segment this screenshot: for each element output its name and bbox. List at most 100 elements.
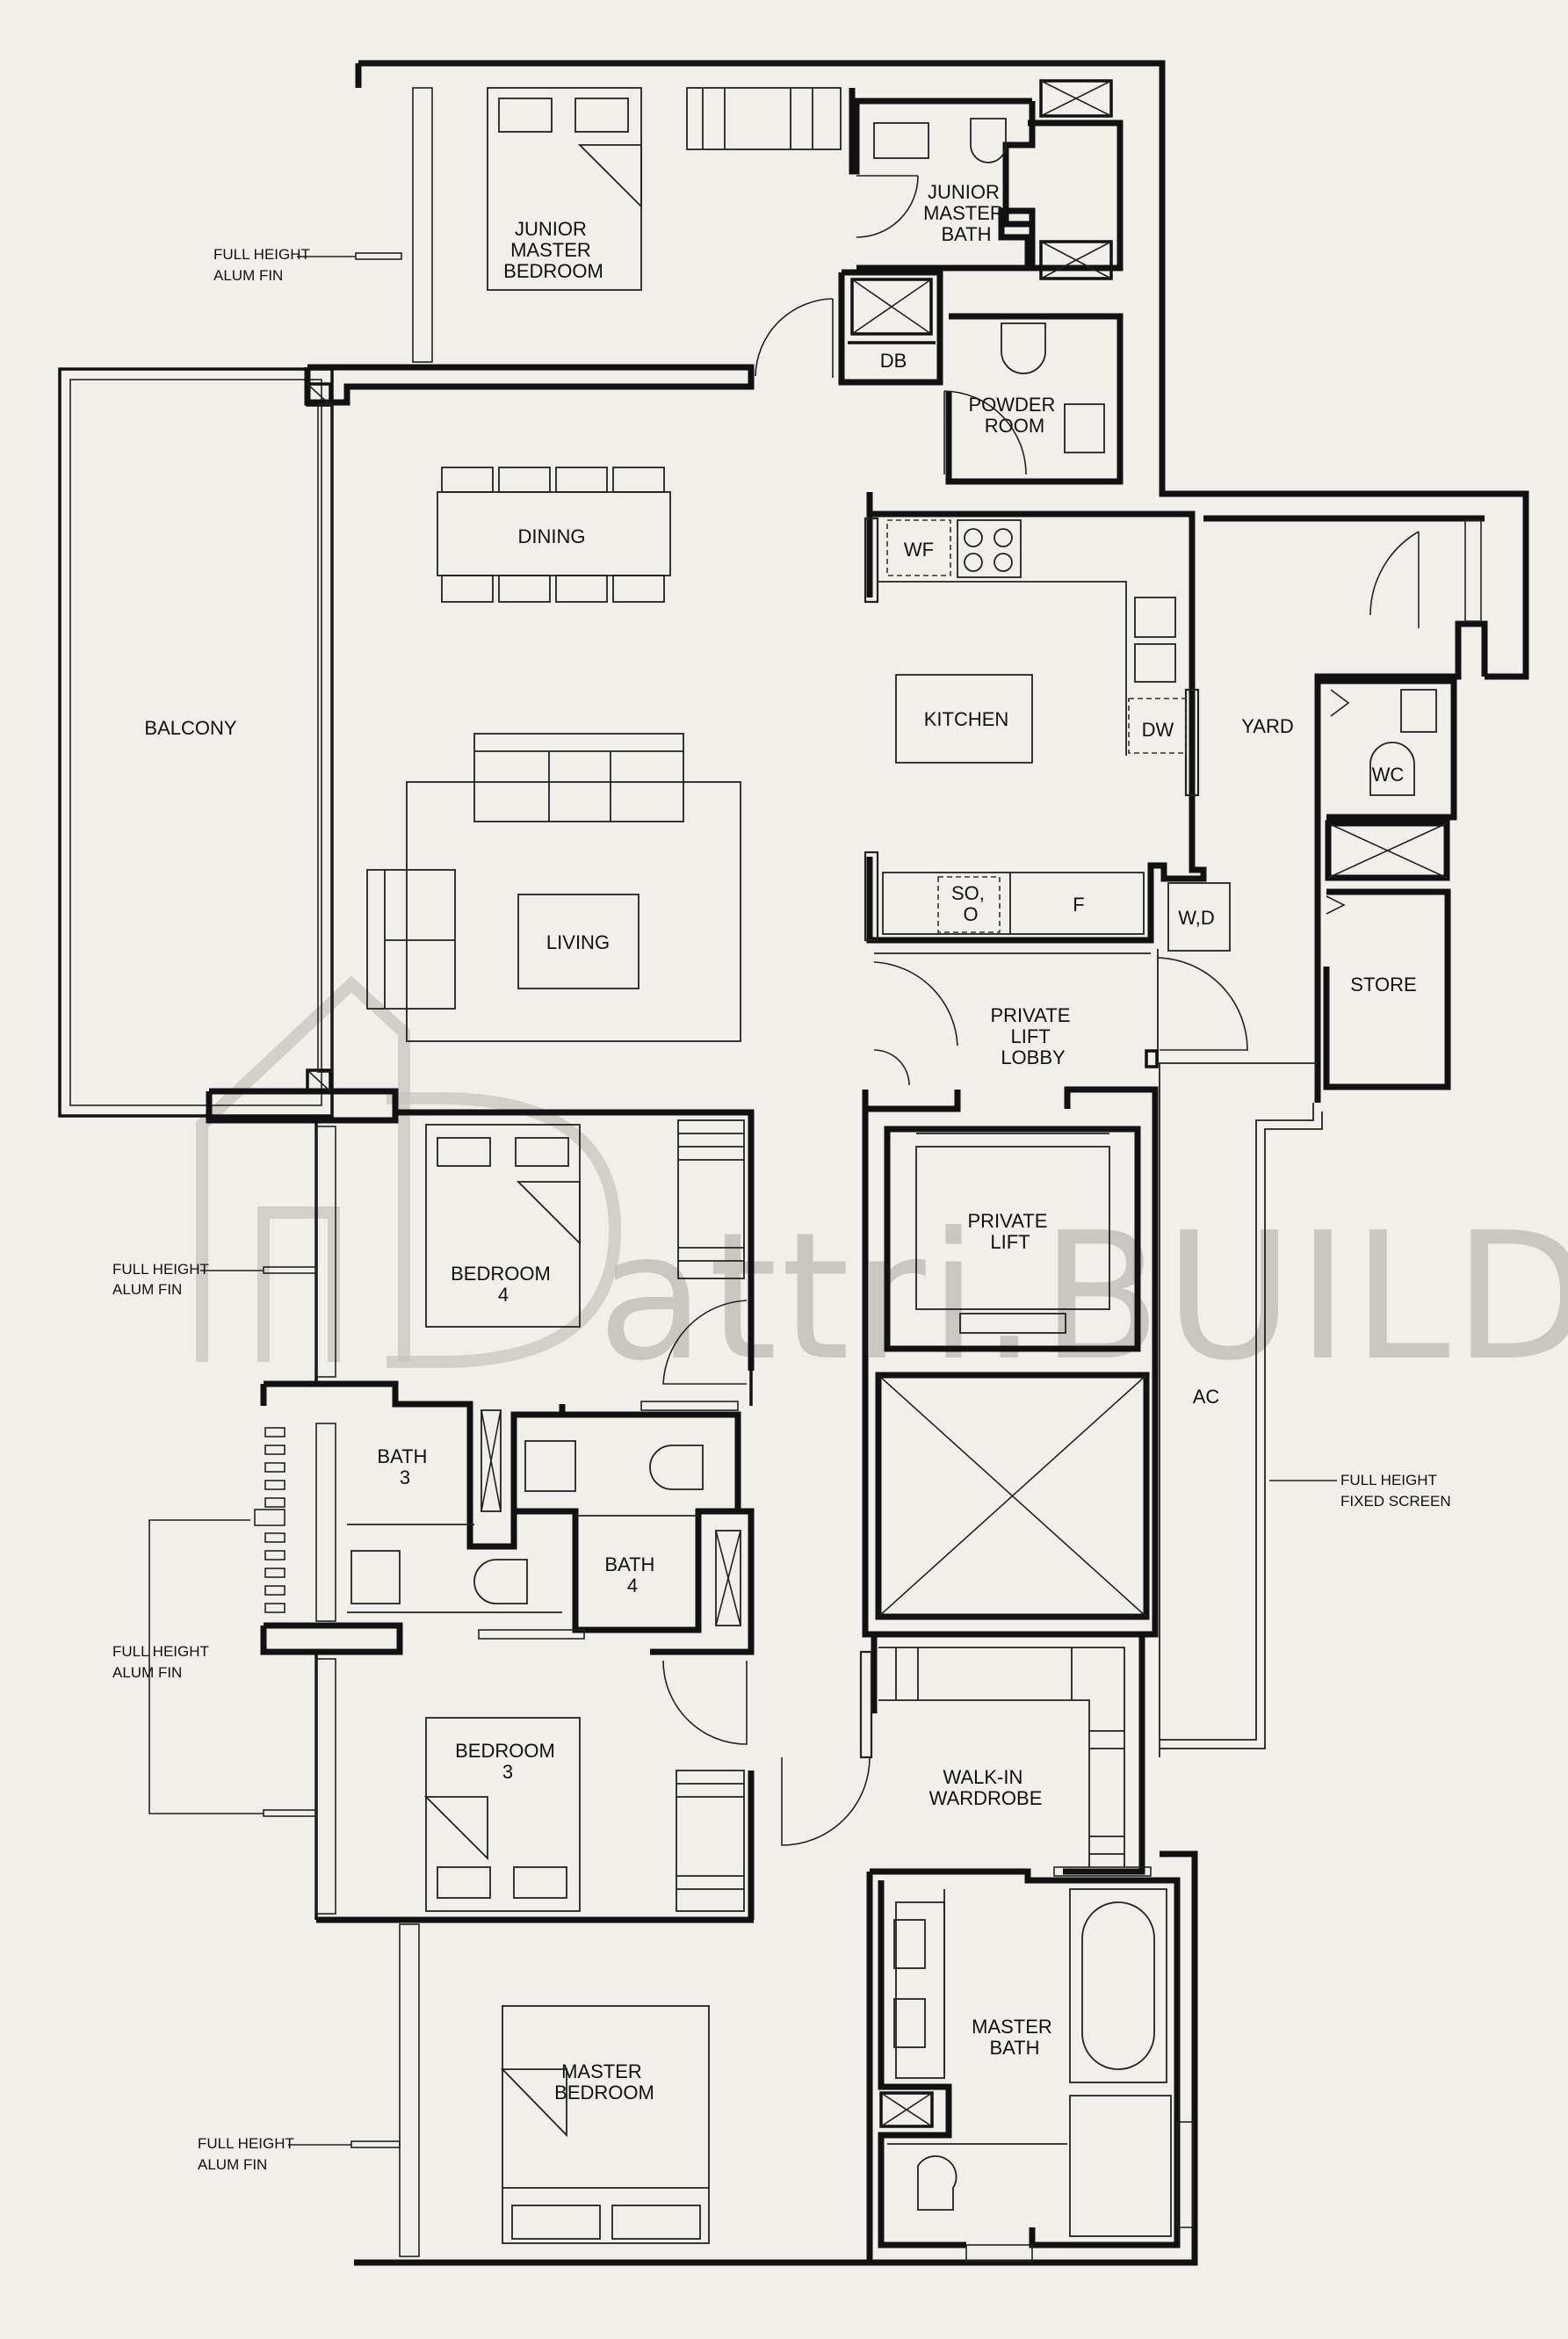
window-bedroom3 [315, 1658, 336, 1915]
label-master-bath: MASTER BATH [972, 2016, 1058, 2059]
basin-bath4 [524, 1440, 576, 1492]
kitchen-counter-top [878, 581, 1127, 756]
shaft-jm-1 [1039, 79, 1113, 118]
wall-wc [1318, 677, 1457, 821]
wall-top-wing [358, 60, 1529, 680]
door-wardrobe [781, 1756, 871, 1846]
basin-powder [1064, 403, 1105, 453]
door-slider-wardrobe [1053, 1866, 1152, 1877]
door-jm-bath [856, 175, 919, 238]
kitchen-island [895, 674, 1033, 764]
furniture [347, 79, 1437, 2244]
window-bedroom4 [315, 1126, 336, 1378]
lift-shaft-x [875, 1372, 1150, 1620]
label-bedroom-3: BEDROOM 3 [455, 1740, 560, 1783]
label-so-o: SO, O [951, 882, 990, 925]
wardrobe-jm [686, 87, 842, 150]
sofa-3seat [473, 733, 684, 822]
door-slider-bath4 [640, 1401, 739, 1411]
door-wc [1330, 689, 1350, 717]
vanity-jm [873, 122, 929, 159]
wardrobe-bedroom4 [677, 1119, 745, 1279]
label-powder-room: POWDER ROOM [968, 394, 1060, 437]
exterior-walls [58, 60, 1529, 2266]
toilet-wc [1369, 742, 1415, 796]
column-balcony-bottom [306, 1068, 332, 1093]
toilet-powder [1001, 322, 1046, 374]
label-wd: W,D [1178, 907, 1215, 929]
label-walk-in-wardrobe: WALK-IN WARDROBE [929, 1766, 1043, 1809]
label-f: F [1073, 894, 1084, 916]
wd-box [1167, 882, 1231, 952]
living-rug [406, 781, 741, 1042]
label-kitchen: KITCHEN [924, 708, 1009, 730]
column-balcony-bottom-x [307, 1069, 331, 1092]
note-fin-3: FULL HEIGHT ALUM FIN [112, 1643, 213, 1681]
lift-car-inner [915, 1146, 1110, 1310]
wc-basin [1400, 689, 1437, 733]
basin-bath3 [350, 1550, 401, 1604]
label-balcony: BALCONY [144, 717, 236, 739]
label-wf: WF [904, 539, 934, 561]
label-junior-master-bath: JUNIOR MASTER BATH [923, 181, 1009, 245]
toilet-bath4 [649, 1445, 704, 1490]
label-master-bedroom: MASTER BEDROOM [554, 2060, 654, 2104]
leaders [148, 252, 1337, 2148]
label-bath-4: BATH 4 [604, 1553, 660, 1597]
door-lobby-wd [1157, 957, 1248, 1051]
watermark-house-outline [196, 975, 410, 1362]
door-bedroom4 [662, 1300, 748, 1385]
door-store [1326, 895, 1346, 915]
wall-balcony-bottom [206, 1088, 399, 1124]
shaft-bath4 [715, 1530, 741, 1626]
note-fin-4: FULL HEIGHT ALUM FIN [198, 2135, 298, 2173]
wall-db [838, 269, 943, 386]
window-bath3 [315, 1423, 336, 1622]
kitchen-cab-2 [1134, 643, 1176, 683]
wall-lift-left [865, 1090, 961, 1112]
label-ac: AC [1193, 1386, 1220, 1408]
wardrobe-bedroom3 [676, 1770, 745, 1912]
wall-bath3-top [264, 1380, 566, 1550]
toilet-master [917, 2155, 957, 2211]
balcony-inner [69, 379, 322, 1106]
louvre-fins-bath3 [254, 1427, 285, 1613]
door-slider-wardrobe-left [859, 1650, 873, 1759]
wall-yard-right [1314, 620, 1488, 1103]
window-jm-bedroom [412, 87, 433, 363]
watermark-text: attri.BUILD [597, 1195, 1568, 1400]
column-balcony-top-x [307, 383, 331, 406]
wall-jmb-closet [1002, 101, 1036, 268]
lift-panel [959, 1313, 1066, 1334]
door-lift-lobby-left [873, 961, 958, 1086]
wall-powder [945, 313, 1124, 485]
wall-wc-shaft-x2 [1327, 822, 1448, 879]
bed-jm-fold [577, 144, 642, 209]
annotation-notes: FULL HEIGHT ALUM FIN FULL HEIGHT ALUM FI… [112, 246, 1451, 2173]
hob [957, 519, 1022, 578]
door-slider-kitchen-bot [863, 851, 879, 942]
wall-kitchen [866, 492, 1207, 944]
wall-bath4 [514, 1411, 741, 1633]
door-jm-bedroom [755, 298, 834, 378]
leader-fin-3 [148, 1519, 250, 1652]
note-fixed-screen: FULL HEIGHT FIXED SCREEN [1340, 1472, 1451, 1510]
window-balcony-door [317, 403, 333, 1073]
watermark: attri.BUILD [196, 975, 1568, 1400]
wardrobe-shelf [878, 1699, 1090, 1867]
wall-master-bath-left [878, 1880, 966, 2248]
shaft-bath3 [481, 1409, 502, 1512]
window-master-bedroom [399, 1923, 420, 2257]
watermark-letter-d [387, 1092, 622, 1368]
bathtub [1069, 1888, 1167, 2083]
label-private-lift: PRIVATE LIFT [968, 1210, 1053, 1253]
label-store: STORE [1350, 974, 1416, 996]
note-fin-1: FULL HEIGHT ALUM FIN [213, 246, 314, 284]
dining-table [437, 491, 671, 576]
window-master-bath [1176, 2121, 1194, 2228]
wall-wc-shaft [1325, 820, 1450, 881]
wf-box [886, 519, 951, 576]
